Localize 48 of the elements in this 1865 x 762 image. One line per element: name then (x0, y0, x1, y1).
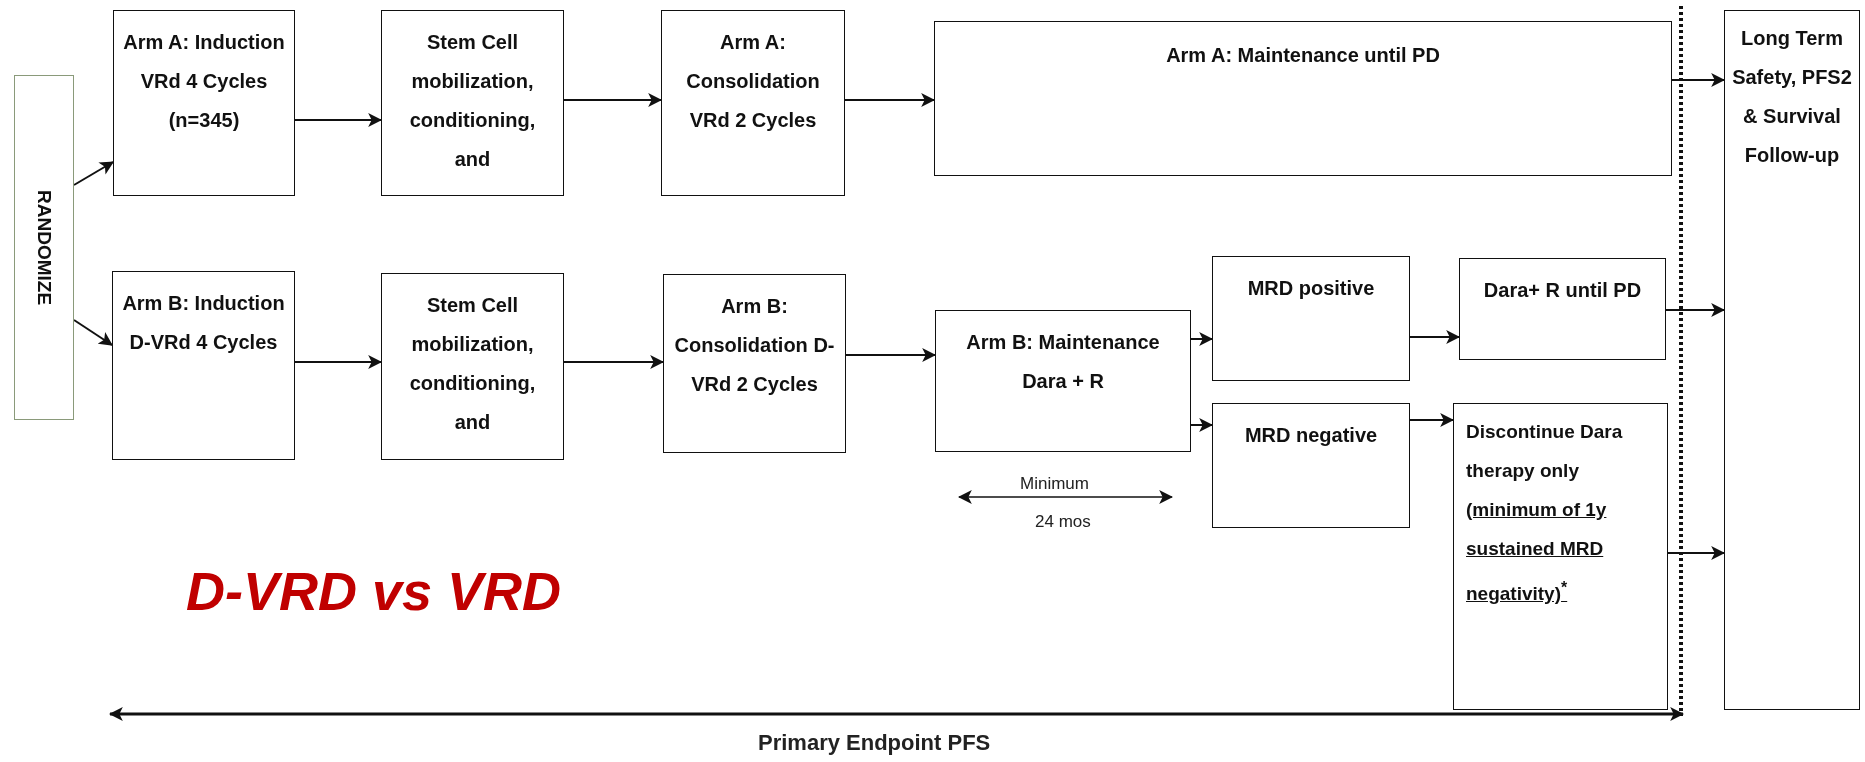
arrow (845, 348, 937, 362)
process-box (935, 310, 1191, 452)
box-label: Arm B: Maintenance Dara + R (965, 330, 1161, 394)
box-label: Discontinue Dara therapy only (1466, 420, 1624, 483)
process-box (934, 21, 1672, 176)
box-label: MRD negative (1244, 423, 1378, 448)
arrow (73, 319, 113, 346)
process-box (112, 271, 295, 460)
arrow (563, 355, 665, 369)
process-box (381, 10, 564, 196)
process-box (1459, 258, 1666, 360)
arrow (1190, 332, 1214, 346)
arrow (1667, 546, 1726, 560)
annotation-text: Minimum (1020, 474, 1089, 494)
box-label: (minimum of 1y sustained MRD negativity)$^{*}$ (1466, 498, 1608, 607)
box-label: Dara+ R until PD (1483, 278, 1642, 303)
process-box (663, 274, 846, 453)
process-box (113, 10, 295, 196)
arrow (563, 93, 663, 107)
process-box (1724, 10, 1860, 710)
box-label: MRD positive (1247, 276, 1375, 301)
arrow (1409, 330, 1461, 344)
arrow (1190, 418, 1214, 432)
arrow (1409, 413, 1455, 427)
box-label: RANDOMIZE (33, 189, 56, 306)
arrow (73, 161, 114, 186)
box-label: Arm A: Maintenance until PD (1166, 43, 1440, 68)
arrow (1665, 303, 1726, 317)
randomize-box (14, 75, 74, 420)
process-box (1212, 403, 1410, 528)
arrow (1671, 73, 1726, 87)
box-label: Long Term Safety, PFS2 & Survival Follow-up (1731, 26, 1853, 168)
box-label: Arm B: Consolidation D-VRd 2 Cycles (673, 294, 836, 397)
process-box (1453, 403, 1668, 710)
arrow (294, 113, 383, 127)
box-label: Arm A: Induction VRd 4 Cycles (n=345) (122, 30, 286, 133)
process-box (1212, 256, 1410, 381)
process-box (381, 273, 564, 460)
box-label: Arm A: Consolidation VRd 2 Cycles (685, 30, 821, 133)
box-label: Arm B: Induction D-VRd 4 Cycles (121, 291, 286, 355)
arrow (294, 355, 383, 369)
process-box (661, 10, 845, 196)
annotation-text: Primary Endpoint PFS (758, 730, 991, 756)
arrow (844, 93, 936, 107)
diagram-title: D-VRD vs VRD (186, 560, 562, 622)
box-label: Stem Cell mobilization, conditioning, and (408, 30, 537, 172)
annotation-text: 24 mos (1035, 512, 1091, 532)
box-label: Stem Cell mobilization, conditioning, and (408, 293, 537, 435)
